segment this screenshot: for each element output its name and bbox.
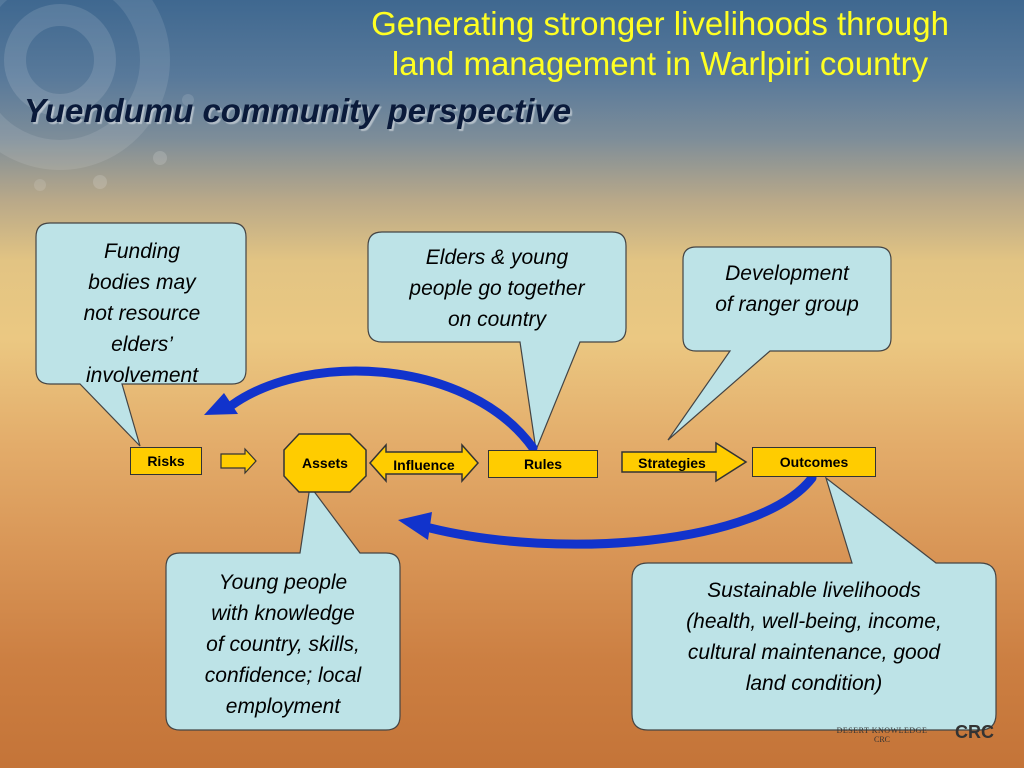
page-title: Generating stronger livelihoods through … (371, 5, 949, 82)
page-subtitle: Yuendumu community perspective (24, 92, 572, 129)
node-outcomes: Outcomes (752, 447, 876, 477)
node-influence: Influence (393, 457, 455, 473)
node-risks: Risks (130, 447, 202, 475)
influence-double-arrow (368, 443, 480, 483)
node-assets: Assets (302, 455, 348, 471)
callout-young-people-text: Young people with knowledge of country, … (204, 571, 362, 718)
strategies-arrow (621, 441, 748, 483)
feedback-arrow-lower (425, 473, 817, 549)
callout-funding (35, 222, 247, 447)
callout-young-people (165, 484, 401, 731)
callout-elders-text: Elders & young people go together on cou… (409, 246, 585, 331)
callout-sustainable-text: Sustainable livelihoods (health, well-be… (686, 579, 942, 695)
decorative-swirl (0, 0, 194, 191)
assets-octagon (283, 433, 367, 493)
feedback-arrowhead-upper (204, 393, 238, 415)
callout-sustainable (631, 476, 997, 731)
arrow-risks-to-assets (220, 447, 257, 475)
callout-development-text: Development of ranger group (715, 262, 859, 316)
node-strategies: Strategies (638, 455, 706, 471)
crc-logo: CRC (955, 722, 994, 742)
callout-elders (367, 231, 627, 453)
callout-funding-text: Funding bodies may not resource elders’ … (83, 240, 201, 387)
feedback-arrowhead-lower (398, 512, 432, 540)
callout-development (667, 246, 892, 441)
desert-knowledge-logo: DESERT KNOWLEDGE CRC (836, 726, 928, 744)
node-rules: Rules (488, 450, 598, 478)
feedback-arrow-upper (227, 366, 538, 453)
